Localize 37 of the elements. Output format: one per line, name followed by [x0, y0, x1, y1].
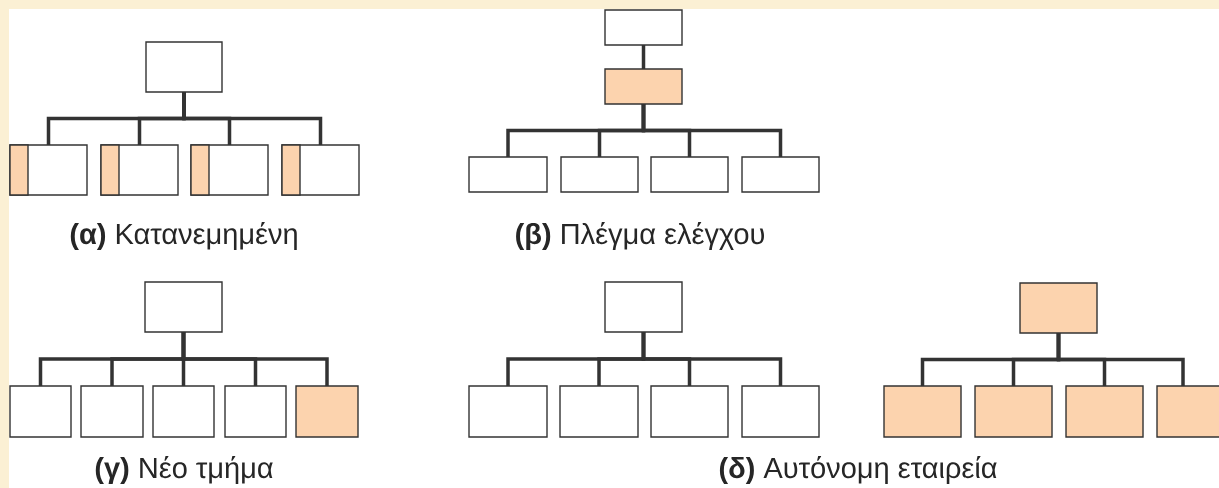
org-box [1019, 282, 1098, 334]
striped-org-box [9, 144, 88, 196]
org-box [741, 385, 820, 438]
striped-org-box [100, 144, 179, 196]
striped-org-box [281, 144, 360, 196]
org-box [604, 281, 683, 333]
org-box [883, 385, 962, 438]
caption-text: (δ) Αυτόνομη εταιρεία [719, 456, 997, 484]
org-box [295, 385, 359, 438]
org-box [741, 156, 820, 193]
org-box [1156, 385, 1219, 438]
connector-line [641, 332, 783, 386]
org-box [604, 68, 683, 105]
striped-org-box [190, 144, 269, 196]
connector-line [641, 104, 783, 157]
org-box [145, 41, 223, 93]
org-box [974, 385, 1053, 438]
connector-line [181, 332, 329, 386]
org-box [604, 9, 683, 46]
caption-text: (γ) Νέο τμήμα [95, 456, 273, 484]
org-box [224, 385, 287, 438]
org-box [650, 156, 729, 193]
connector-line [641, 45, 646, 69]
caption-text: (α) Κατανεμημένη [70, 222, 297, 250]
org-box [144, 281, 223, 333]
caption-text: (β) Πλέγμα ελέγχου [516, 222, 764, 250]
connector-line [1056, 333, 1185, 386]
org-box [1065, 385, 1144, 438]
org-box [559, 385, 639, 438]
org-box [9, 385, 72, 438]
org-box [468, 156, 548, 193]
connector-line [182, 92, 323, 145]
org-box [80, 385, 144, 438]
org-box [650, 385, 729, 438]
org-box [560, 156, 639, 193]
org-box [468, 385, 548, 438]
org-box [152, 385, 215, 438]
